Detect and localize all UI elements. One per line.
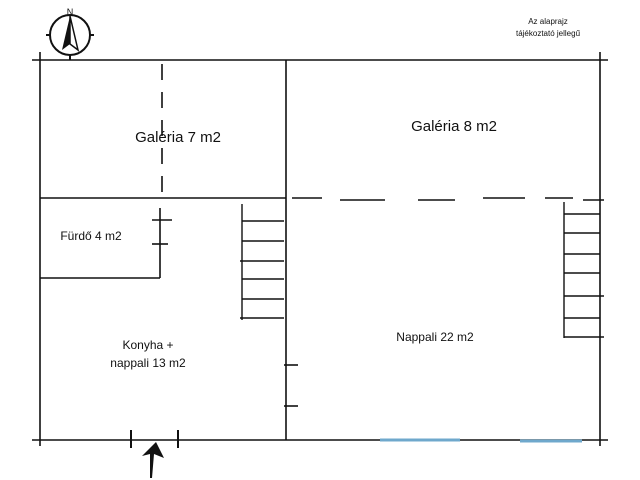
outer-walls bbox=[32, 52, 608, 446]
room-label-gallery-left: Galéria 7 m2 bbox=[135, 129, 221, 146]
disclaimer-line-1: Az alaprajz bbox=[528, 17, 568, 26]
room-label-gallery-right: Galéria 8 m2 bbox=[411, 118, 497, 135]
room-label-kitchen-line-1: Konyha + bbox=[122, 338, 174, 352]
staircase-icon bbox=[563, 202, 604, 338]
north-arrow-icon: N bbox=[46, 7, 94, 60]
disclaimer-note: Az alaprajz tájékoztató jellegű bbox=[488, 16, 608, 40]
north-label: N bbox=[67, 7, 74, 17]
interior-walls bbox=[40, 60, 298, 440]
entrance-door bbox=[130, 430, 179, 448]
room-label-living: Nappali 22 m2 bbox=[396, 330, 474, 344]
entrance-arrow-icon bbox=[142, 442, 164, 478]
disclaimer-line-2: tájékoztató jellegű bbox=[515, 29, 581, 38]
windows bbox=[380, 438, 582, 443]
room-label-kitchen-line-2: nappali 13 m2 bbox=[110, 356, 186, 370]
staircase-icon bbox=[240, 204, 284, 320]
room-label-kitchen: Konyha + nappali 13 m2 bbox=[88, 336, 208, 372]
room-label-bathroom: Fürdő 4 m2 bbox=[60, 229, 122, 243]
gallery-edge-dashed bbox=[161, 64, 604, 201]
